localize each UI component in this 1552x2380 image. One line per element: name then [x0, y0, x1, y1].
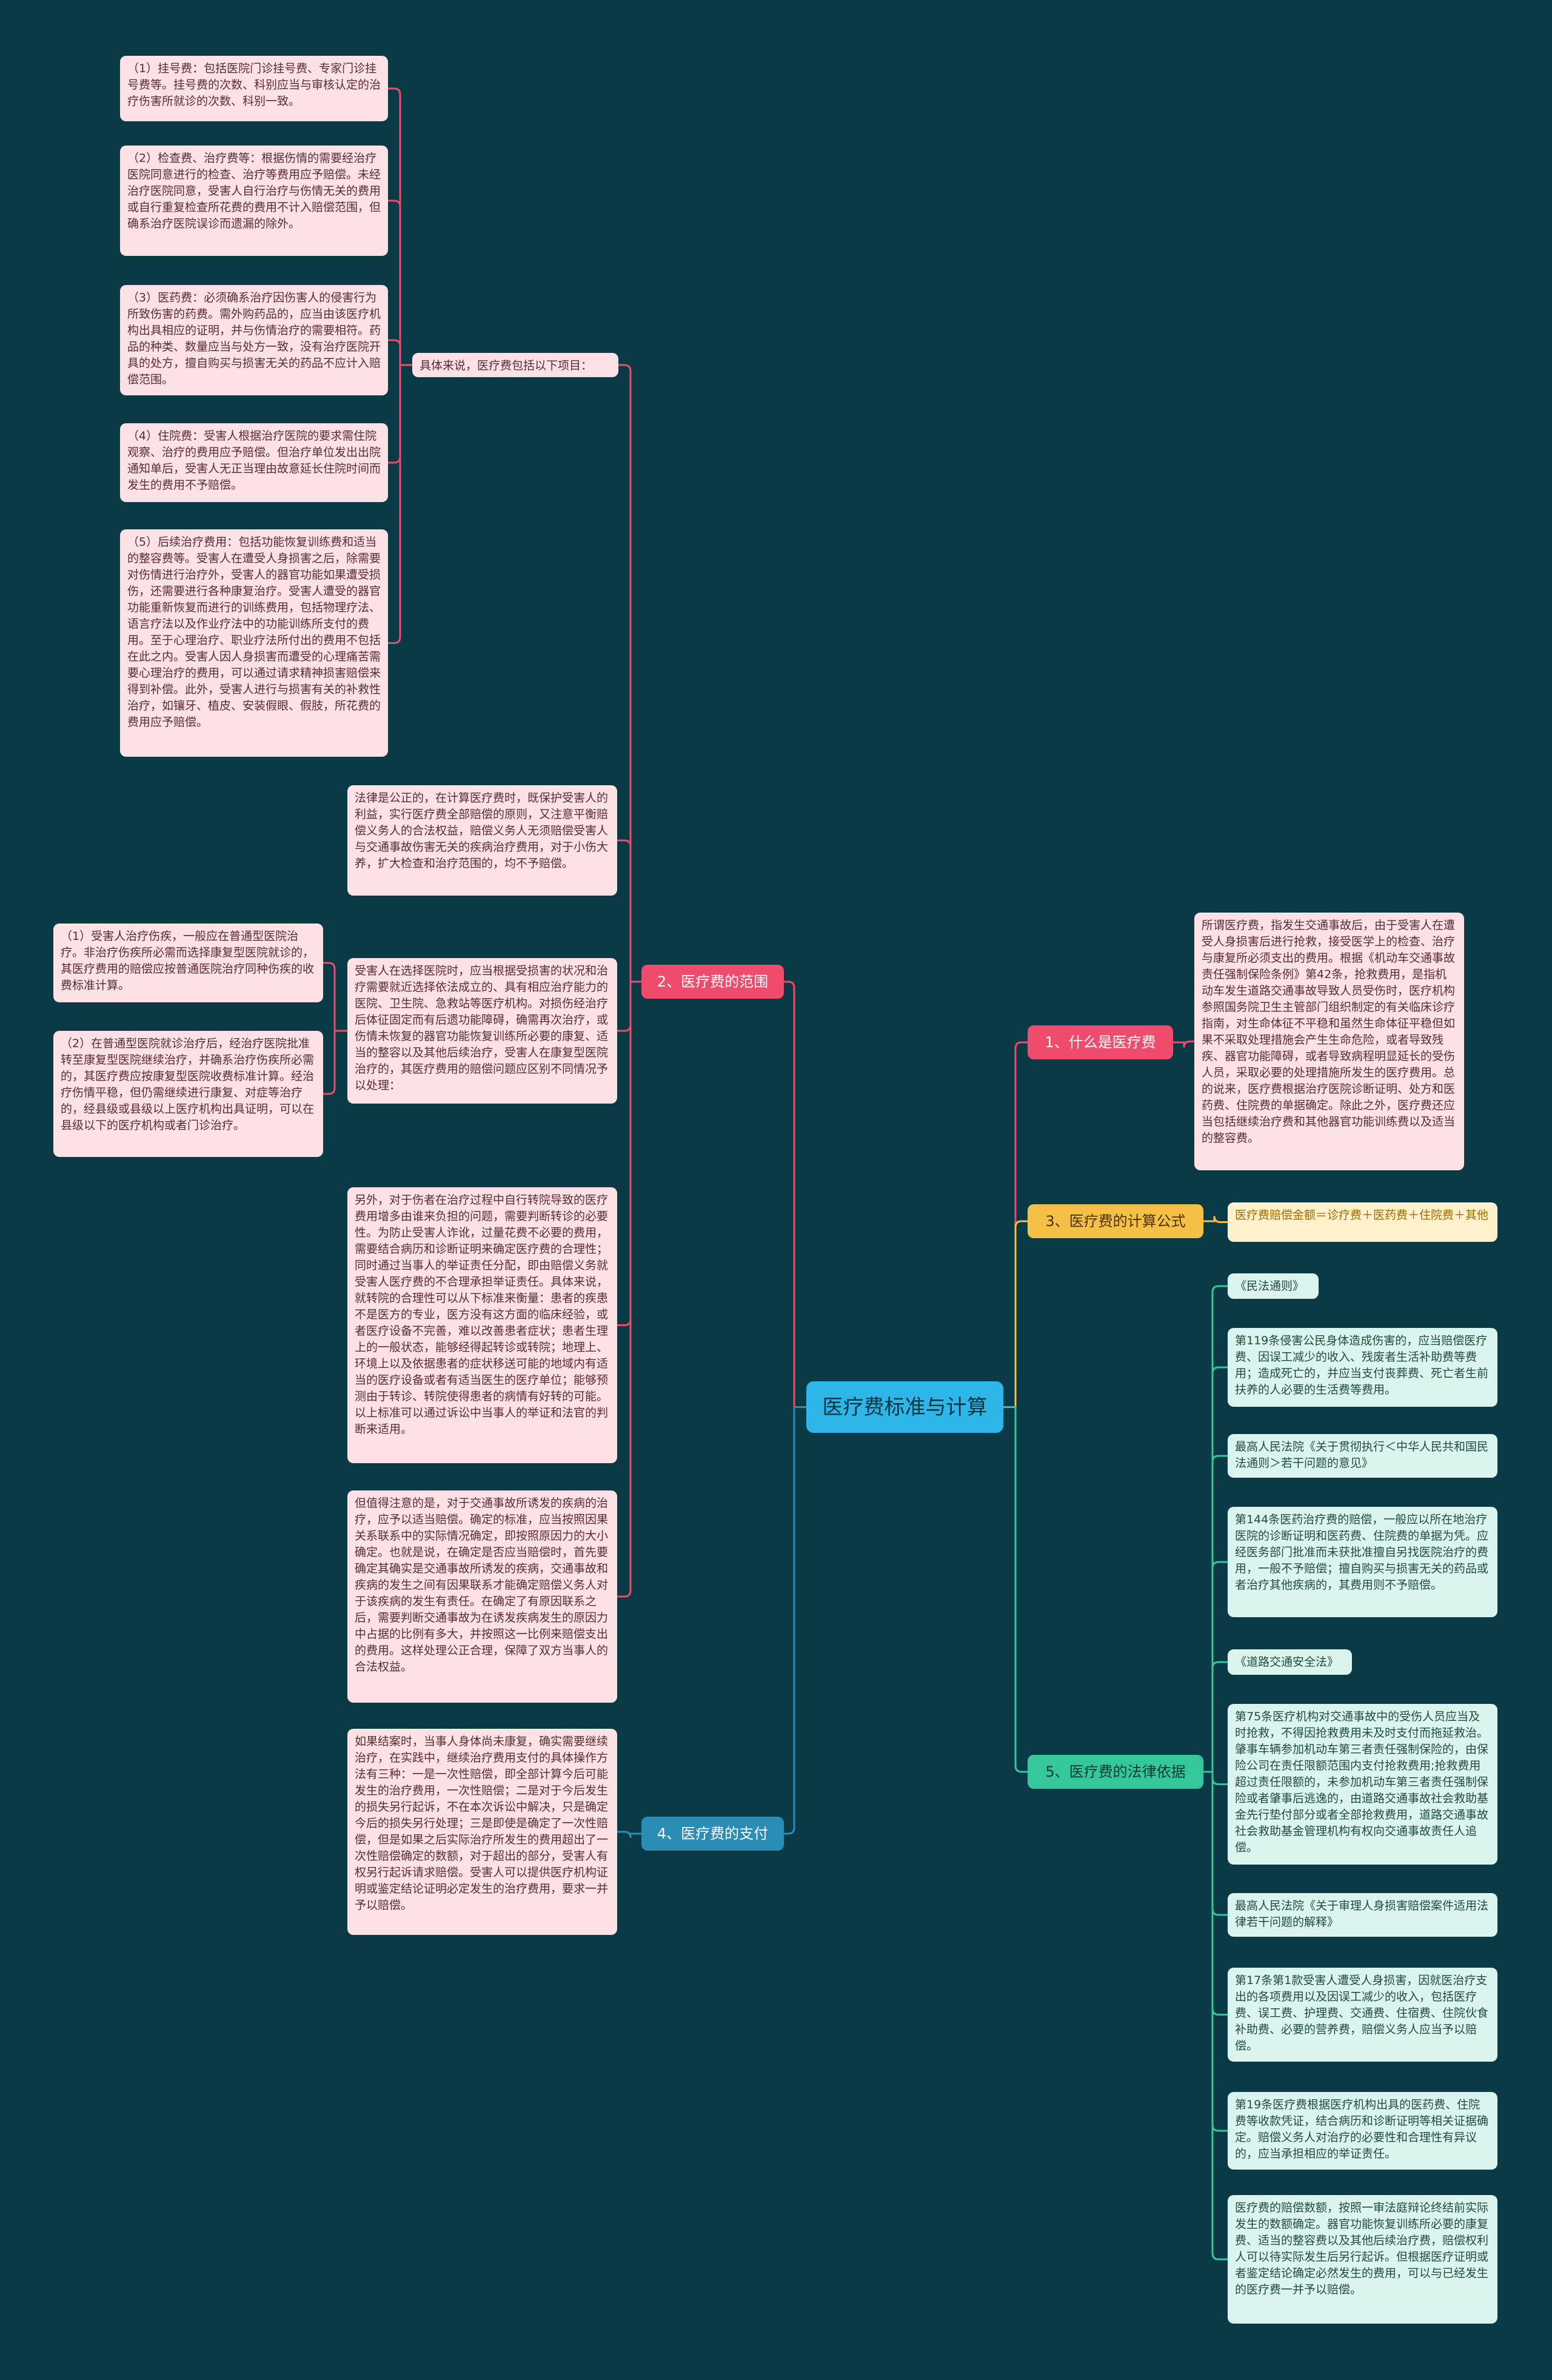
scope-hospital-case-1: （1）受害人治疗伤疾，一般应在普通型医院治疗。非治疗伤疾所必需而选择康复型医院就… [53, 924, 323, 1002]
link-intro-scope-item-drug-fee [388, 339, 412, 366]
link-branch-legal-basis [1003, 1406, 1028, 1773]
legal-basis-item-1: 《民法通则》 [1228, 1273, 1319, 1299]
branch-legal-basis[interactable]: 5、医疗费的法律依据 [1028, 1755, 1203, 1789]
link-hc-scope-hospital-case-1 [323, 962, 347, 1032]
link-b5-8 [1203, 1771, 1228, 2016]
link-b2-scope-transfer-paragraph [617, 980, 641, 1326]
link-b3-detail [1203, 1216, 1228, 1223]
legal-basis-item-3: 最高人民法院《关于贯彻执行＜中华人民共和国民法通则＞若干问题的意见》 [1228, 1434, 1497, 1478]
scope-item-exam-treatment-fee: （2）检查费、治疗费等：根据伤情的需要经治疗医院同意进行的检查、治疗等费用应予赔… [120, 146, 388, 256]
scope-hospital-case-2: （2）在普通型医院就诊治疗后，经治疗医院批准转至康复型医院继续治疗，并确系治疗伤… [53, 1031, 323, 1157]
link-b5-3 [1203, 1455, 1228, 1773]
branch-what-is-medical-fee[interactable]: 1、什么是医疗费 [1028, 1025, 1173, 1059]
legal-basis-item-5: 《道路交通安全法》 [1228, 1649, 1352, 1675]
root-node[interactable]: 医疗费标准与计算 [806, 1381, 1003, 1433]
legal-basis-item-2: 第119条侵害公民身体造成伤害的，应当赔偿医疗费、因误工减少的收入、残废者生活补… [1228, 1328, 1497, 1407]
link-intro-scope-item-follow-up-fee [388, 364, 412, 644]
scope-item-follow-up-fee: （5）后续治疗费用：包括功能恢复训练费和适当的整容费等。受害人在遭受人身损害之后… [120, 529, 388, 757]
calculation-formula-text: 医疗费赔偿金额＝诊疗费＋医药费＋住院费＋其他 [1228, 1202, 1497, 1242]
link-b2-scope-hospital-choice-paragraph [617, 980, 641, 1032]
link-b5-1 [1203, 1285, 1228, 1773]
link-b2-scope-intro [618, 364, 641, 983]
link-b5-5 [1203, 1661, 1228, 1773]
link-branch-medical-fee-scope [784, 980, 806, 1408]
legal-basis-item-10: 医疗费的赔偿数额，按照一审法庭辩论终结前实际发生的数额确定。器官功能恢复训练所必… [1228, 2195, 1497, 2324]
scope-fairness-paragraph: 法律是公正的，在计算医疗费时，既保护受害人的利益，实行医疗费全部赔偿的原则，又注… [347, 785, 617, 896]
legal-basis-item-7: 最高人民法院《关于审理人身损害赔偿案件适用法律若干问题的解释》 [1228, 1893, 1497, 1937]
link-branch-what-is-medical-fee [1003, 1041, 1028, 1408]
what-is-medical-fee-text: 所谓医疗费，指发生交通事故后，由于受害人在遭受人身损害后进行抢救，接受医学上的检… [1194, 913, 1464, 1170]
scope-item-drug-fee: （3）医药费：必须确系治疗因伤害人的侵害行为所致伤害的药费。需外购药品的，应当由… [120, 285, 388, 395]
legal-basis-item-9: 第19条医疗费根据医疗机构出具的医药费、住院费等收款凭证，结合病历和诊断证明等相… [1228, 2092, 1497, 2170]
link-b5-4 [1203, 1561, 1228, 1773]
link-branch-medical-fee-payment [784, 1406, 806, 1835]
legal-basis-item-6: 第75条医疗机构对交通事故中的受伤人员应当及时抢救，不得因抢救费用未及时支付而拖… [1228, 1704, 1497, 1865]
branch-calculation-formula[interactable]: 3、医疗费的计算公式 [1028, 1204, 1203, 1238]
branch-medical-fee-scope[interactable]: 2、医疗费的范围 [641, 965, 784, 999]
scope-item-hospitalization-fee: （4）住院费：受害人根据治疗医院的要求需住院观察、治疗的费用应予赔偿。但治疗单位… [120, 423, 388, 502]
link-b4-detail [617, 1831, 641, 1839]
link-intro-scope-item-exam-treatment-fee [388, 199, 412, 366]
link-b5-10 [1203, 1771, 1228, 2261]
link-intro-scope-item-registration-fee [388, 87, 412, 366]
link-b5-6 [1203, 1771, 1228, 1785]
branch-medical-fee-payment[interactable]: 4、医疗费的支付 [641, 1817, 784, 1851]
link-hc-scope-hospital-case-2 [323, 1030, 347, 1095]
legal-basis-item-8: 第17条第1款受害人遭受人身损害，因就医治疗支出的各项费用以及因误工减少的收入，… [1228, 1968, 1497, 2062]
link-b5-7 [1203, 1771, 1228, 1916]
link-b1-detail [1173, 1041, 1194, 1048]
scope-hospital-choice-paragraph: 受害人在选择医院时，应当根据受损害的状况和治疗需要就近选择依法成立的、具有相应治… [347, 958, 617, 1104]
scope-item-registration-fee: （1）挂号费：包括医院门诊挂号费、专家门诊挂号费等。挂号费的次数、科别应当与审核… [120, 56, 388, 121]
link-b2-scope-fairness-paragraph [617, 839, 641, 983]
scope-induced-disease-paragraph: 但值得注意的是，对于交通事故所诱发的疾病的治疗，应予以适当赔偿。确定的标准，应当… [347, 1490, 617, 1703]
link-b2-scope-induced-disease-paragraph [617, 980, 641, 1598]
link-b5-2 [1203, 1366, 1228, 1773]
link-branch-calculation-formula [1003, 1220, 1028, 1408]
scope-intro: 具体来说，医疗费包括以下项目： [412, 353, 618, 377]
legal-basis-item-4: 第144条医药治疗费的赔偿，一般应以所在地治疗医院的诊断证明和医药费、住院费的单… [1228, 1507, 1497, 1617]
payment-text: 如果结案时，当事人身体尚未康复，确实需要继续治疗，在实践中，继续治疗费用支付的具… [347, 1729, 617, 1935]
link-b5-9 [1203, 1771, 1228, 2132]
scope-transfer-paragraph: 另外，对于伤者在治疗过程中自行转院导致的医疗费用增多由谁来负担的问题，需要判断转… [347, 1187, 617, 1463]
